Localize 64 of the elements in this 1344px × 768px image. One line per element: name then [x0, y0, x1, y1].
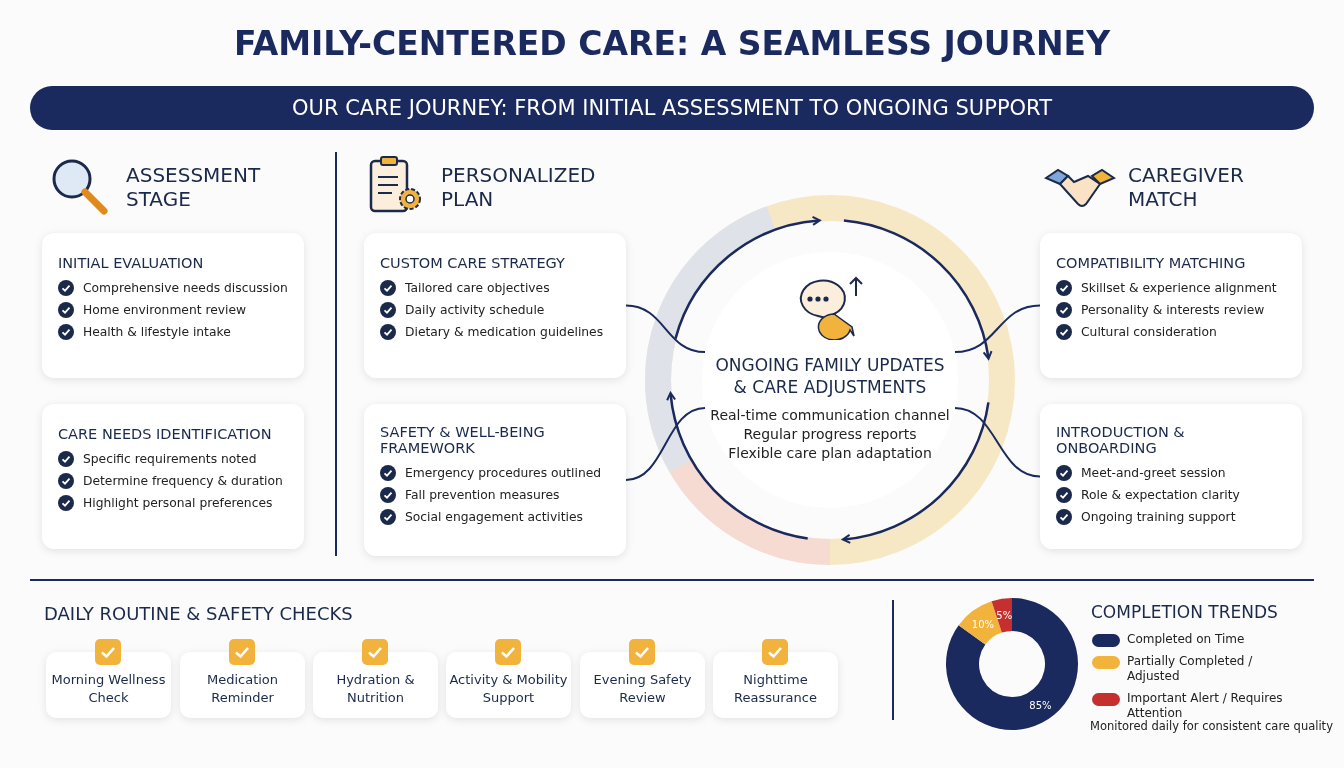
bullet-text: Skillset & experience alignment	[1081, 281, 1277, 295]
legend-text: Partially Completed / Adjusted	[1127, 654, 1254, 684]
bullet-text: Ongoing training support	[1081, 510, 1236, 524]
bullet-text: Tailored care objectives	[405, 281, 550, 295]
bullet-text: Cultural consideration	[1081, 325, 1217, 339]
section-heading: DAILY ROUTINE & SAFETY CHECKS	[44, 602, 353, 626]
bullet-text: Specific requirements noted	[83, 452, 257, 466]
card-heading: SAFETY & WELL-BEING FRAMEWORK	[380, 424, 546, 456]
bullet-text: Determine frequency & duration	[83, 474, 283, 488]
info-card	[364, 404, 626, 556]
info-card	[42, 233, 304, 378]
data-label: 10%	[971, 618, 994, 630]
bullet-text: Social engagement activities	[405, 510, 583, 524]
card-text: Nighttime Reassurance	[733, 671, 818, 707]
info-card	[1040, 404, 1302, 549]
card-heading: COMPATIBILITY MATCHING	[1056, 255, 1246, 271]
section-heading: CAREGIVER MATCH	[1128, 163, 1245, 211]
bullet-text: Role & expectation clarity	[1081, 488, 1240, 502]
update-text: Regular progress reports	[743, 425, 917, 444]
routine-card	[313, 652, 438, 718]
update-text: Flexible care plan adaptation	[728, 444, 932, 463]
bullet-text: Meet-and-greet session	[1081, 466, 1226, 480]
connector-curve	[953, 406, 1041, 478]
data-label: 85%	[1029, 699, 1052, 711]
bullet-text: Personality & interests review	[1081, 303, 1265, 317]
card-heading: CARE NEEDS IDENTIFICATION	[58, 426, 272, 442]
bullet-text: Highlight personal preferences	[83, 496, 273, 510]
card-heading: INITIAL EVALUATION	[58, 255, 204, 271]
card-text: Medication Reminder	[205, 671, 280, 707]
title: FAMILY-CENTERED CARE: A SEAMLESS JOURNEY	[232, 24, 1112, 63]
routine-card	[180, 652, 305, 718]
update-text: Real-time communication channel	[710, 406, 950, 425]
card-heading: INTRODUCTION & ONBOARDING	[1056, 424, 1186, 456]
bullet-text: Emergency procedures outlined	[405, 466, 602, 480]
section-heading: PERSONALIZED PLAN	[441, 163, 597, 211]
routine-card	[580, 652, 705, 718]
info-card	[42, 404, 304, 549]
bullet-text: Fall prevention measures	[405, 488, 560, 502]
bullet-text: Comprehensive needs discussion	[83, 281, 288, 295]
routine-card	[713, 652, 838, 718]
card-text: Hydration & Nutrition	[335, 671, 416, 707]
chart-title: COMPLETION TRENDS	[1091, 602, 1278, 622]
card-text: Evening Safety Review	[592, 671, 693, 707]
routine-card	[446, 652, 571, 718]
banner-heading: OUR CARE JOURNEY: FROM INITIAL ASSESSMENT TO ONGOING SUPPORT	[30, 86, 1314, 130]
bullet-text: Home environment review	[83, 303, 247, 317]
routine-card	[46, 652, 171, 718]
legend-text: Important Alert / Requires Attention	[1127, 691, 1284, 720]
circle-heading: ONGOING FAMILY UPDATES & CARE ADJUSTMENTS	[714, 354, 946, 398]
card-heading: CUSTOM CARE STRATEGY	[380, 255, 565, 271]
data-label: 5%	[996, 609, 1013, 621]
card-text: Activity & Mobility Support	[448, 671, 569, 707]
bullet-text: Health & lifestyle intake	[83, 325, 231, 339]
note-text: Monitored daily for consistent care quality	[1090, 719, 1333, 733]
section-heading: ASSESSMENT STAGE	[126, 163, 262, 211]
legend-text: Completed on Time	[1127, 632, 1246, 647]
info-card	[1040, 233, 1302, 378]
connector-curve	[625, 304, 707, 354]
connector-curve	[625, 406, 707, 481]
bullet-text: Daily activity schedule	[405, 303, 545, 317]
info-card	[364, 233, 626, 378]
connector-curve	[953, 304, 1041, 354]
card-text: Morning Wellness Check	[50, 671, 167, 707]
bullet-text: Dietary & medication guidelines	[405, 325, 604, 339]
